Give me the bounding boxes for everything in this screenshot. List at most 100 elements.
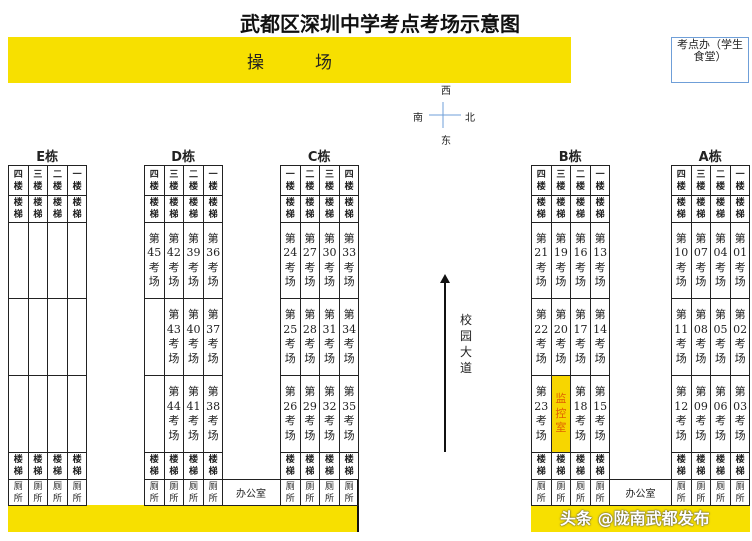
room-label: 第20考场	[553, 308, 568, 365]
exam-room: 第26考场	[280, 375, 301, 453]
room-label: 第25考场	[283, 308, 298, 365]
stairs: 楼梯	[570, 452, 591, 480]
room-label: 第30考场	[322, 231, 337, 289]
exam-room: 第20考场	[550, 298, 572, 376]
compass-icon	[429, 102, 461, 128]
room-label: 监控室	[555, 392, 567, 435]
toilet: 厕所	[531, 479, 552, 506]
empty-room	[47, 298, 68, 376]
stairs: 楼梯	[550, 452, 572, 480]
floor-label: 四楼	[8, 165, 29, 196]
room-label: 第44考场	[166, 385, 181, 442]
stairs: 楼梯	[202, 195, 224, 223]
exam-room: 第03考场	[729, 375, 751, 453]
exam-room: 第10考场	[671, 222, 692, 299]
exam-room: 第13考场	[589, 222, 611, 299]
stairs: 楼梯	[671, 195, 692, 223]
exam-room: 第30考场	[319, 222, 340, 299]
room-label: 第45考场	[147, 231, 162, 289]
stairs: 楼梯	[338, 452, 360, 480]
empty-room	[27, 298, 49, 376]
floor-label: 一楼	[202, 165, 224, 196]
stairs: 楼梯	[338, 195, 360, 223]
room-label: 第06考场	[713, 385, 728, 442]
stairs: 楼梯	[589, 452, 611, 480]
room-label: 第14考场	[593, 308, 608, 365]
toilet: 厕所	[66, 479, 88, 506]
floor-label: 二楼	[570, 165, 591, 196]
exam-room: 第36考场	[202, 222, 224, 299]
toilet: 厕所	[671, 479, 692, 506]
stairs: 楼梯	[27, 195, 49, 223]
exam-room: 第39考场	[183, 222, 204, 299]
toilet: 厕所	[729, 479, 751, 506]
exam-room: 第12考场	[671, 375, 692, 453]
room-label: 第02考场	[733, 308, 748, 365]
empty-room	[27, 375, 49, 453]
floor-label: 二楼	[710, 165, 731, 196]
room-label: 第09考场	[693, 385, 708, 442]
room-label: 第17考场	[573, 308, 588, 365]
room-label: 第21考场	[534, 231, 549, 289]
empty-room	[8, 375, 29, 453]
stairs: 楼梯	[66, 195, 88, 223]
stairs: 楼梯	[531, 195, 552, 223]
exam-room: 第27考场	[299, 222, 321, 299]
empty-room	[144, 375, 165, 453]
room-label: 第31考场	[322, 308, 337, 365]
room-label: 第15考场	[593, 385, 608, 442]
watermark: 头条 @陇南武都发布	[560, 509, 710, 528]
room-label: 第07考场	[693, 231, 708, 289]
room-label: 第33考场	[342, 231, 357, 289]
room-label: 第28考场	[302, 308, 317, 365]
exam-room: 第45考场	[144, 222, 165, 299]
office-ba: 办公室	[610, 479, 671, 506]
toilet: 厕所	[299, 479, 321, 506]
room-label: 第10考场	[674, 231, 689, 289]
empty-room	[8, 298, 29, 376]
exam-room: 第05考场	[710, 298, 731, 376]
toilet: 厕所	[589, 479, 611, 506]
exam-room: 第22考场	[531, 298, 552, 376]
building-name: C栋	[307, 150, 331, 165]
stairs: 楼梯	[729, 452, 751, 480]
exam-office-box: 考点办（学生食堂）	[671, 37, 749, 83]
playground-label: 操 场	[247, 52, 332, 73]
exam-room: 第24考场	[280, 222, 301, 299]
empty-room	[66, 375, 88, 453]
arrow-up-icon	[440, 274, 450, 452]
exam-room: 第42考场	[163, 222, 185, 299]
exam-room: 第32考场	[319, 375, 340, 453]
room-label: 第26考场	[283, 385, 298, 442]
floor-label: 二楼	[183, 165, 204, 196]
room-label: 第41考场	[186, 385, 201, 442]
exam-room: 第19考场	[550, 222, 572, 299]
floor-label: 四楼	[338, 165, 360, 196]
empty-room	[8, 222, 29, 299]
room-label: 第40考场	[186, 308, 201, 365]
room-label: 第05考场	[713, 308, 728, 365]
room-label: 第12考场	[674, 385, 689, 442]
room-label: 第24考场	[283, 231, 298, 289]
room-label: 第42考场	[166, 231, 181, 289]
stairs: 楼梯	[589, 195, 611, 223]
building-name: A栋	[698, 150, 722, 165]
room-label: 第43考场	[166, 308, 181, 365]
empty-room	[47, 375, 68, 453]
stairs: 楼梯	[280, 452, 301, 480]
stairs: 楼梯	[299, 452, 321, 480]
exam-room: 第08考场	[690, 298, 712, 376]
exam-room: 第21考场	[531, 222, 552, 299]
exam-room: 第37考场	[202, 298, 224, 376]
stairs: 楼梯	[671, 452, 692, 480]
room-label: 第03考场	[733, 385, 748, 442]
toilet: 厕所	[202, 479, 224, 506]
room-label: 第19考场	[553, 231, 568, 289]
floor-label: 四楼	[144, 165, 165, 196]
room-label: 第18考场	[573, 385, 588, 442]
stairs: 楼梯	[319, 452, 340, 480]
toilet: 厕所	[710, 479, 731, 506]
exam-room: 第38考场	[202, 375, 224, 453]
floor-label: 三楼	[550, 165, 572, 196]
